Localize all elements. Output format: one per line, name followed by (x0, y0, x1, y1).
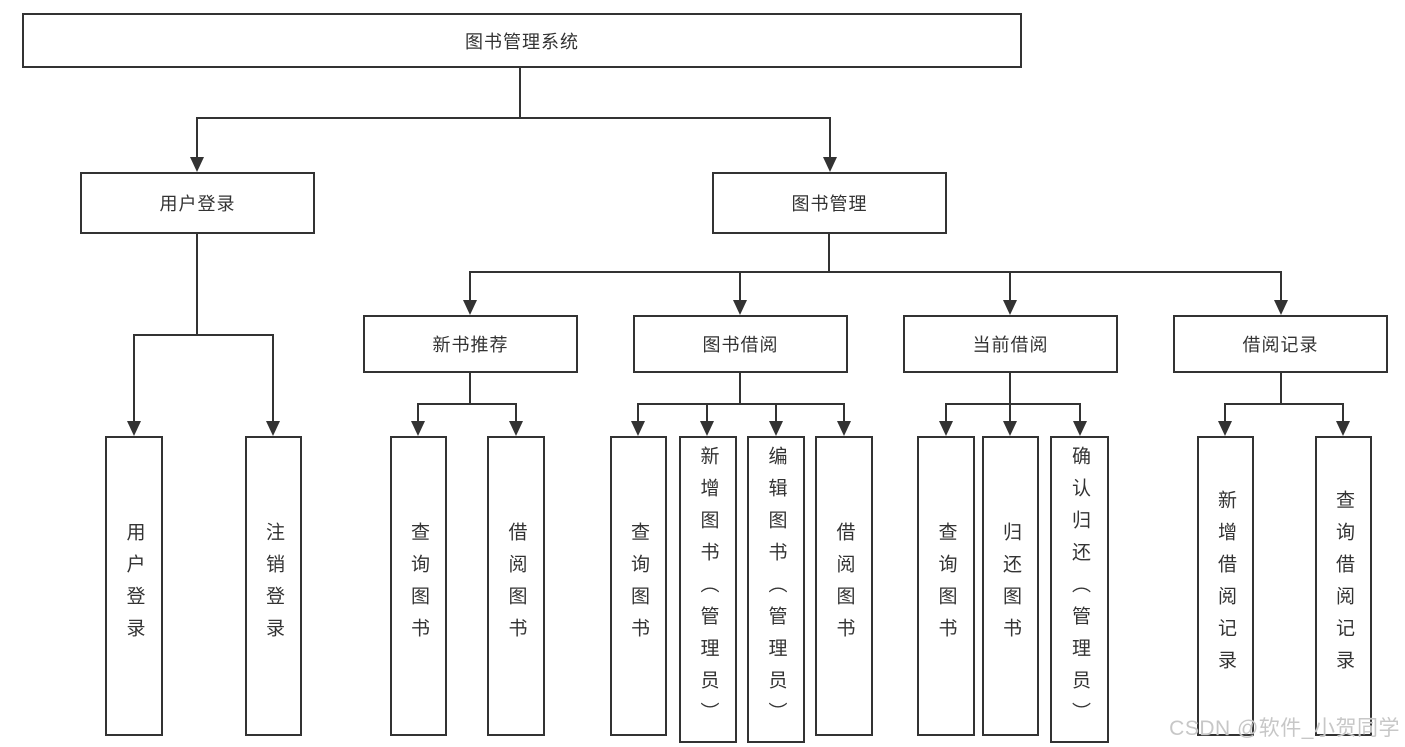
node-add-borrow-record: 新增借阅记录 (1197, 436, 1254, 736)
node-query-borrow-record: 查询借阅记录 (1315, 436, 1372, 736)
node-book-management: 图书管理 (712, 172, 947, 234)
csdn-watermark: CSDN @软件_小贺同学 (1169, 717, 1400, 740)
node-query-books-recommend: 查询图书 (390, 436, 447, 736)
node-edit-book-admin: 编辑图书（管理员） (747, 436, 805, 743)
node-user-login-branch: 用户登录 (80, 172, 315, 234)
node-new-book-recommendation: 新书推荐 (363, 315, 578, 373)
node-query-books-current: 查询图书 (917, 436, 975, 736)
node-book-borrowing: 图书借阅 (633, 315, 848, 373)
node-borrow-books-recommend: 借阅图书 (487, 436, 545, 736)
node-query-books-borrowing: 查询图书 (610, 436, 667, 736)
node-current-borrowing: 当前借阅 (903, 315, 1118, 373)
node-return-book: 归还图书 (982, 436, 1039, 736)
node-confirm-return-admin: 确认归还（管理员） (1050, 436, 1109, 743)
node-library-management-system: 图书管理系统 (22, 13, 1022, 68)
node-borrow-books-borrowing: 借阅图书 (815, 436, 873, 736)
node-user-login: 用户登录 (105, 436, 163, 736)
node-borrowing-records: 借阅记录 (1173, 315, 1388, 373)
node-logout: 注销登录 (245, 436, 302, 736)
node-add-book-admin: 新增图书（管理员） (679, 436, 737, 743)
